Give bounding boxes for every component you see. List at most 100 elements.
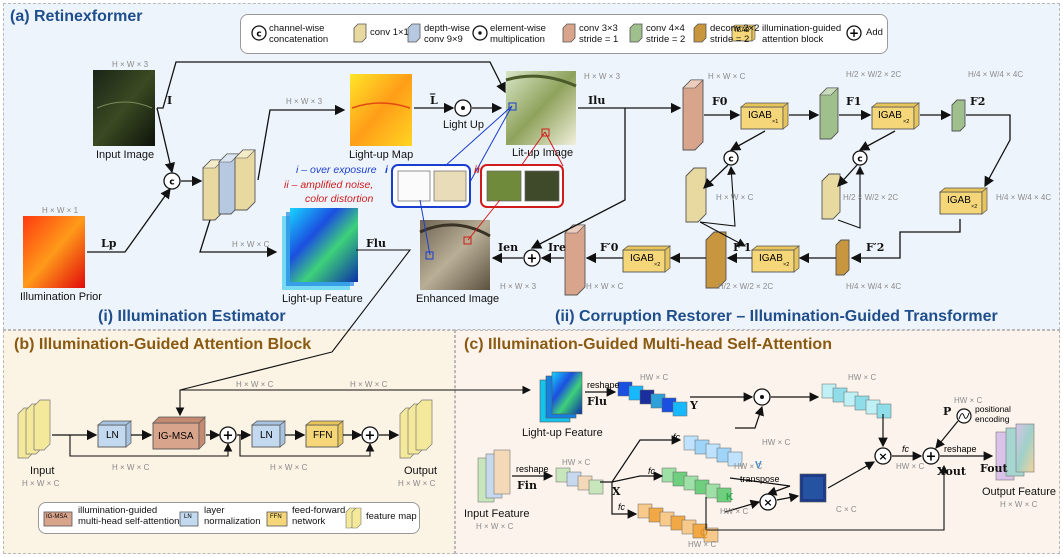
sym-F2: F2 — [970, 95, 986, 108]
dim-f1: H/2 × W/2 × 2C — [846, 70, 902, 79]
sym-c-Fout: Fout — [980, 462, 1008, 475]
sym-F1p: F′1 — [733, 241, 752, 254]
igab-label-5: IGAB — [630, 253, 654, 264]
label-c-fc-2: fc — [648, 466, 656, 476]
legend-conv1: conv 1×1 — [370, 27, 409, 38]
svg-text:c: c — [728, 155, 733, 165]
igab-label-2: IGAB — [878, 110, 902, 121]
sym-F1: F1 — [846, 95, 862, 108]
dim-b-output: H × W × C — [398, 479, 436, 488]
label-ln-2: LN — [260, 430, 273, 441]
panel-igmsa — [455, 330, 1060, 554]
label-c-reshape-3: reshape — [944, 444, 977, 454]
q-token-tile — [703, 527, 719, 543]
dim-enh: H × W × 3 — [500, 282, 537, 291]
sym-Ilu: Ilu — [588, 94, 606, 107]
dim-f2c: H/4 × W/4 × 4C — [846, 282, 902, 291]
title-i: (i) Illumination Estimator — [98, 308, 286, 325]
legend-b-igmsa-icon: IG-MSA — [46, 514, 68, 520]
note-noise-2: color distortion — [305, 193, 374, 205]
svg-text:c: c — [256, 30, 261, 40]
label-lightup-feature: Light-up Feature — [282, 293, 363, 305]
sym-Lbar: L̅ — [430, 94, 438, 107]
sym-c-Xout: Xout — [937, 465, 966, 478]
label-lightup-map: Light-up Map — [349, 149, 414, 161]
igab-label-4: IGAB — [759, 253, 783, 264]
dim-c-v: HW × C — [762, 438, 791, 447]
mark-i: i — [385, 164, 388, 176]
sym-F0: F0 — [712, 95, 728, 108]
sym-Ire: Ire — [548, 241, 566, 254]
legend-igab-icon: IGAB — [735, 28, 750, 34]
title-c: (c) Illumination-Guided Multi-head Self-… — [464, 336, 832, 353]
dim-b-input: H × W × C — [22, 479, 60, 488]
dim-f1c: H/2 × W/2 × 2C — [718, 282, 774, 291]
svg-text:×: × — [878, 450, 887, 463]
legend-b-ln-icon: LN — [184, 514, 192, 520]
note-noise-1: ii – amplified noise, — [284, 179, 374, 191]
sym-c-P: P — [943, 405, 952, 418]
label-c-reshape-2: reshape — [516, 464, 549, 474]
sym-c-K: K — [726, 492, 734, 503]
dim-f2: H/4 × W/4 × 4C — [968, 70, 1024, 79]
sym-c-Y: Y — [690, 399, 698, 412]
dim-b-top1: H × W × C — [236, 380, 274, 389]
svg-text:×: × — [763, 496, 772, 509]
sym-Flu: Flu — [366, 237, 386, 250]
dim-c-kq: HW × C — [720, 507, 749, 516]
dim-b-mid2: H × W × C — [270, 463, 308, 472]
igab-sub-1: ×1 — [772, 119, 779, 125]
igab-sub-2: ×2 — [903, 119, 910, 125]
sym-c-V: V — [755, 460, 762, 471]
label-illum-prior: Illumination Prior — [20, 291, 102, 303]
title-ii: (ii) Corruption Restorer – Illumination-… — [555, 308, 998, 325]
title-a: (a) Retinexformer — [10, 8, 143, 25]
igab-sub-3: ×2 — [971, 204, 978, 210]
dim-f0c: H × W × C — [586, 282, 624, 291]
sym-Lp: Lp — [101, 237, 117, 250]
dim-c-cc: C × C — [836, 505, 857, 514]
sym-c-Flu: Flu — [587, 395, 607, 408]
label-c-fc-3: fc — [618, 502, 626, 512]
dim-c-p: HW × C — [954, 396, 983, 405]
svg-text:c: c — [169, 178, 174, 188]
legend-add: Add — [866, 27, 883, 38]
igab-label-3: IGAB — [947, 195, 971, 206]
note-over-exposure: i – over exposure — [296, 164, 377, 176]
label-light-up: Light Up — [443, 119, 484, 131]
dim-c-k: HW × C — [734, 462, 763, 471]
dim-c-output: H × W × C — [1000, 500, 1038, 509]
svg-text:+: + — [926, 450, 937, 465]
sym-F2p: F′2 — [866, 241, 885, 254]
label-c-reshape-1: reshape — [587, 380, 620, 390]
sym-c-Fin: Fin — [517, 479, 537, 492]
dim-f1b: H/2 × W/2 × 2C — [843, 193, 899, 202]
dim-map: H × W × 3 — [286, 97, 323, 106]
dim-c-xout: HW × C — [896, 462, 925, 471]
title-b: (b) Illumination-Guided Attention Block — [14, 336, 312, 353]
dim-b-mid1: H × W × C — [112, 463, 150, 472]
label-c-transpose: transpose — [740, 474, 780, 484]
label-c-fc-4: fc — [902, 444, 910, 454]
x-token-tile — [588, 479, 604, 495]
igab-sub-4: ×2 — [783, 262, 790, 268]
dim-c-x: HW × C — [562, 458, 591, 467]
y-token-tile — [672, 401, 688, 417]
label-igmsa: IG-MSA — [158, 431, 194, 442]
svg-text:+: + — [365, 429, 376, 444]
svg-text:+: + — [849, 26, 859, 40]
dim-c-y: HW × C — [640, 373, 669, 382]
label-b-output: Output — [404, 465, 438, 477]
mark-ii: ii — [474, 164, 480, 176]
dim-c-input: H × W × C — [476, 522, 514, 531]
